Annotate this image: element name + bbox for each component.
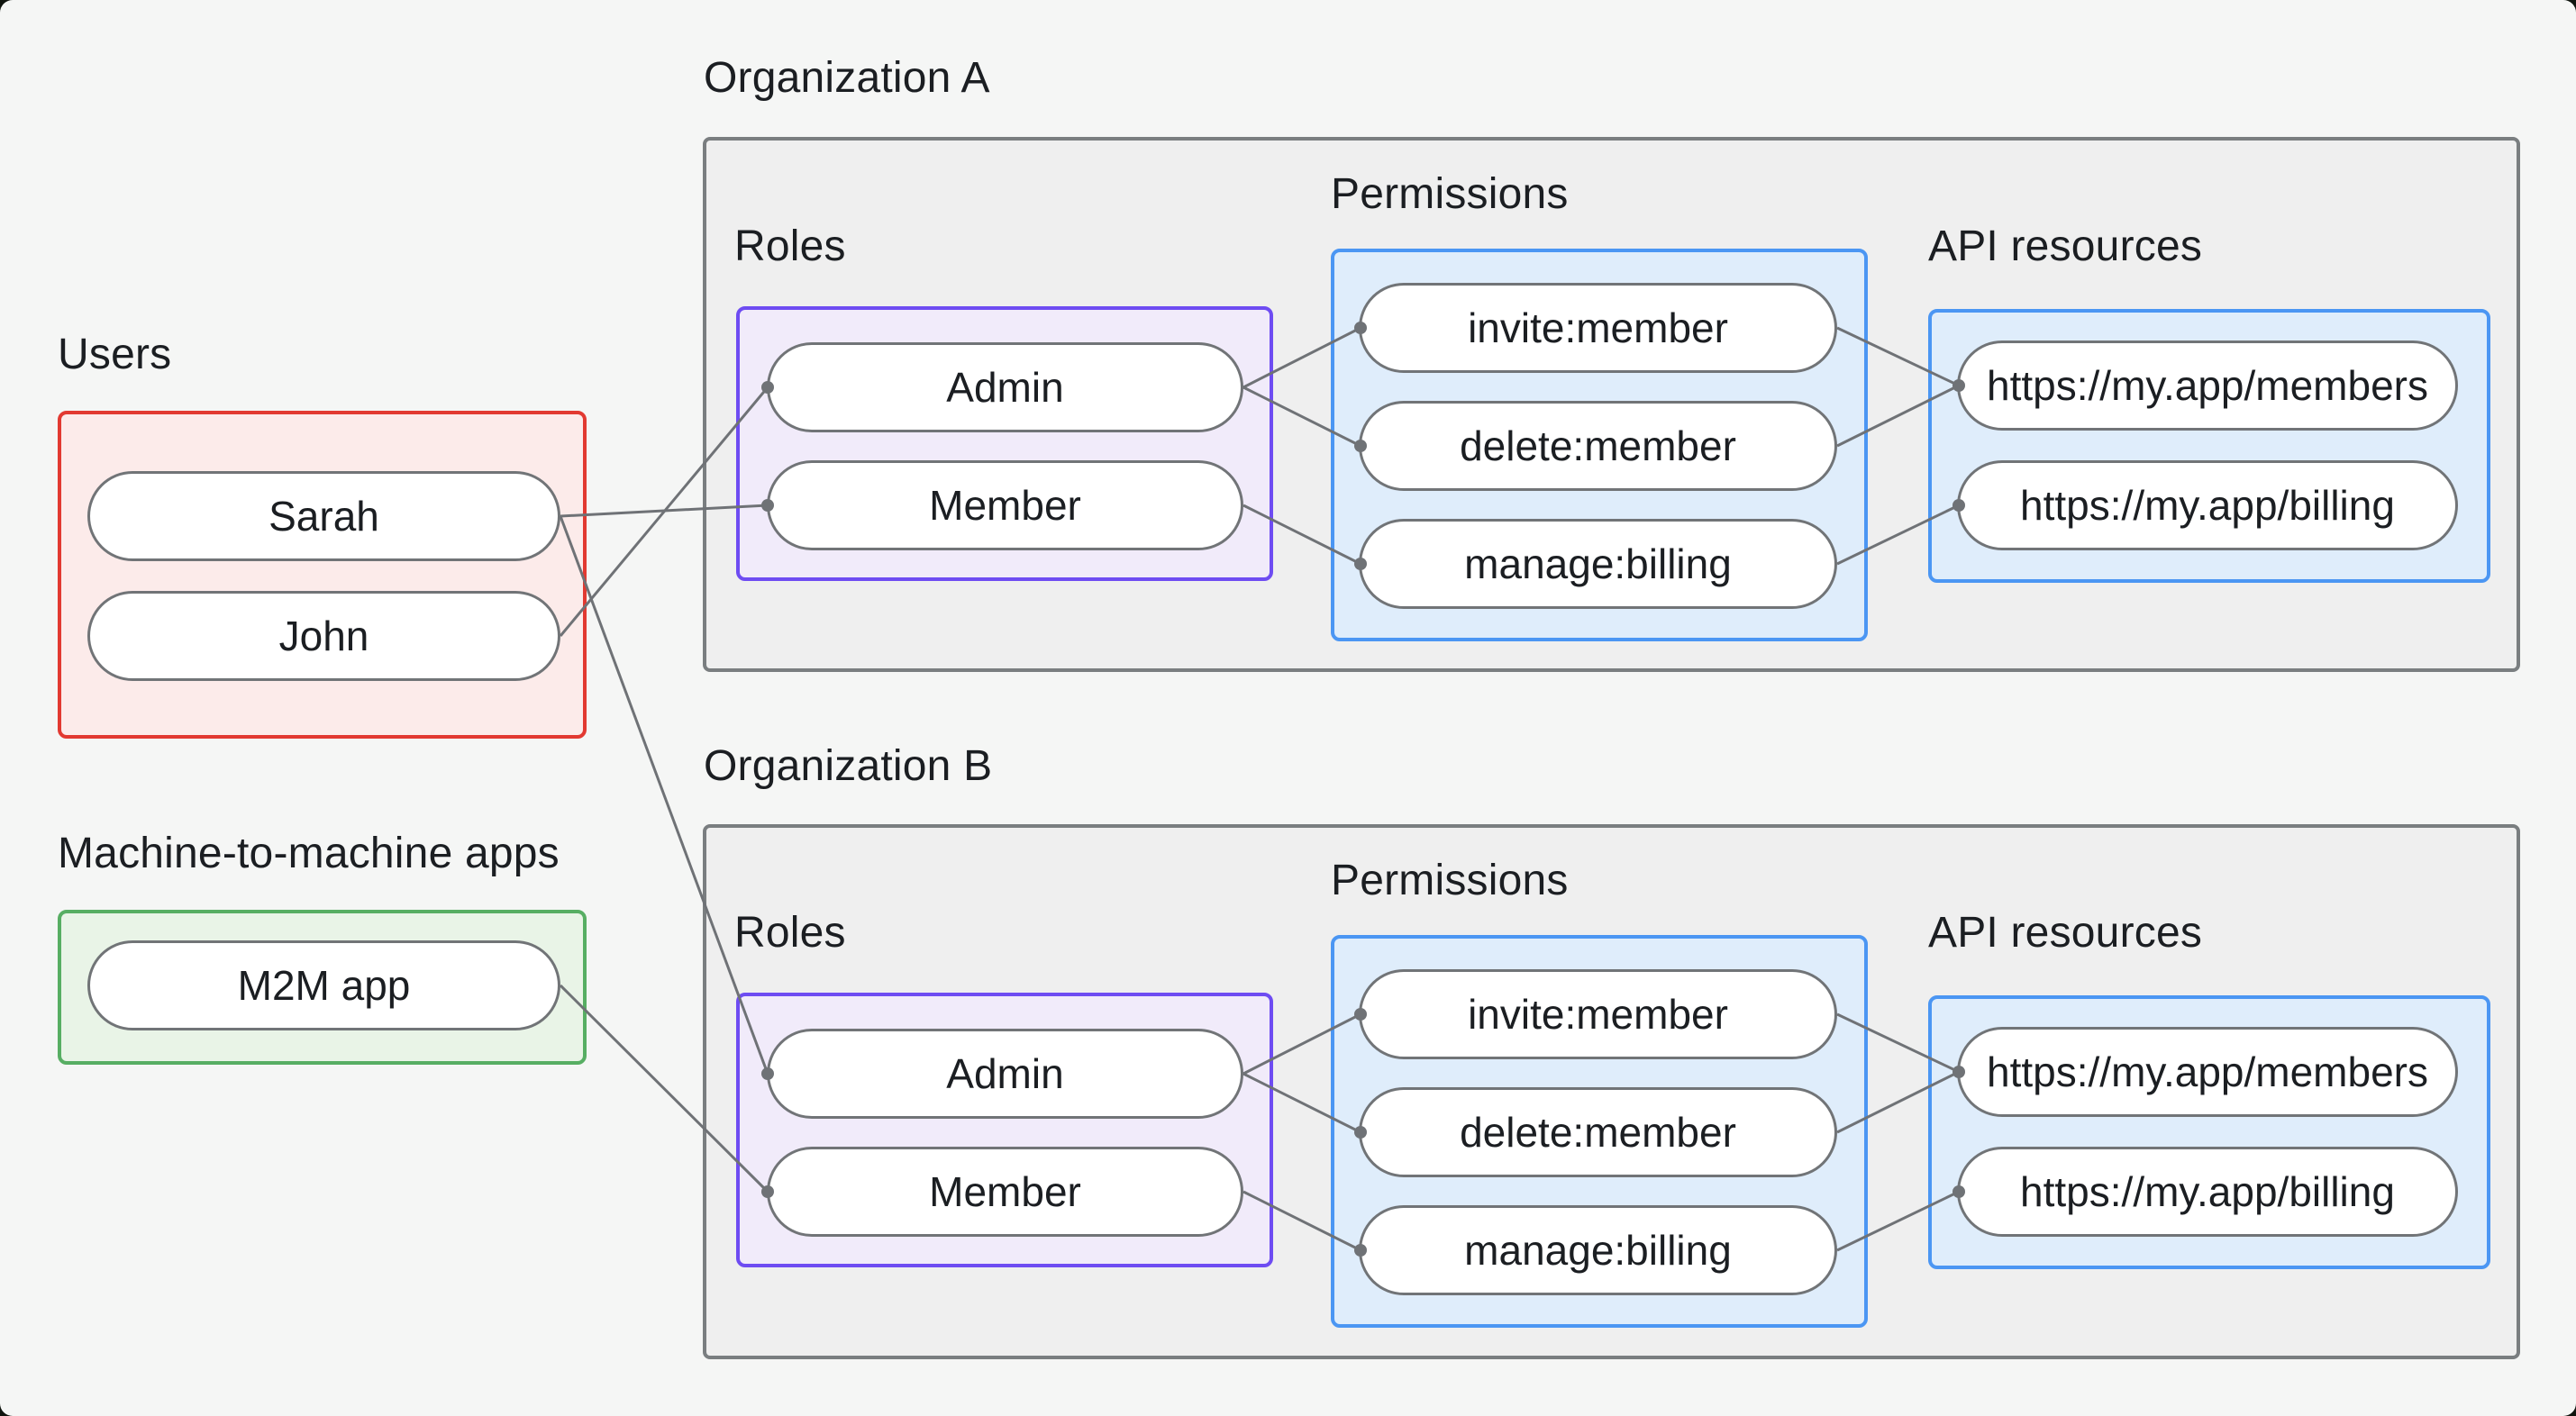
- org-b-api-label: API resources: [1928, 909, 2203, 957]
- node-m2m-app: M2M app: [87, 940, 560, 1030]
- org-b-permissions-label: Permissions: [1331, 857, 1569, 904]
- node-org-a-perm-delete-member: delete:member: [1359, 401, 1837, 491]
- org-a-roles-label: Roles: [734, 222, 846, 270]
- node-org-a-api-billing: https://my.app/billing: [1957, 460, 2458, 550]
- users-group-box: [58, 411, 587, 739]
- users-section-label: Users: [58, 331, 172, 378]
- m2m-section-label: Machine-to-machine apps: [58, 830, 560, 877]
- node-org-a-api-members: https://my.app/members: [1957, 340, 2458, 431]
- org-b-label: Organization B: [704, 742, 993, 790]
- org-a-label: Organization A: [704, 54, 990, 102]
- org-a-api-label: API resources: [1928, 222, 2203, 270]
- node-user-john: John: [87, 591, 560, 681]
- node-org-a-role-admin: Admin: [767, 342, 1243, 432]
- node-org-b-perm-invite-member: invite:member: [1359, 969, 1837, 1059]
- node-org-b-api-members: https://my.app/members: [1957, 1027, 2458, 1117]
- node-org-b-api-billing: https://my.app/billing: [1957, 1147, 2458, 1237]
- org-b-roles-label: Roles: [734, 909, 846, 957]
- node-org-b-role-member: Member: [767, 1147, 1243, 1237]
- node-org-b-perm-delete-member: delete:member: [1359, 1087, 1837, 1177]
- node-org-b-perm-manage-billing: manage:billing: [1359, 1205, 1837, 1295]
- node-user-sarah: Sarah: [87, 471, 560, 561]
- node-org-b-role-admin: Admin: [767, 1029, 1243, 1119]
- node-org-a-perm-manage-billing: manage:billing: [1359, 519, 1837, 609]
- node-org-a-perm-invite-member: invite:member: [1359, 283, 1837, 373]
- org-a-permissions-label: Permissions: [1331, 170, 1569, 218]
- node-org-a-role-member: Member: [767, 460, 1243, 550]
